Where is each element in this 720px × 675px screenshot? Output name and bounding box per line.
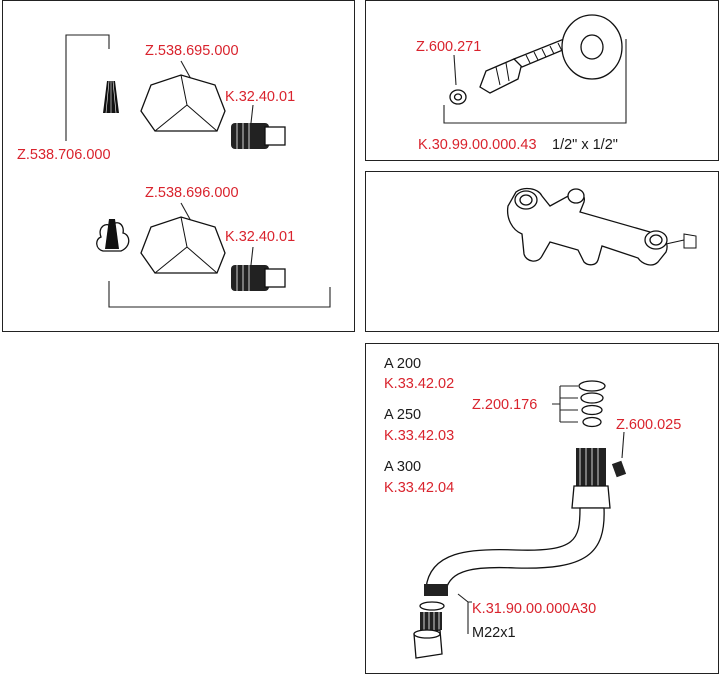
leader-cartridge-bottom [250, 246, 254, 266]
handle-cap-bottom [140, 216, 226, 274]
leader-cap-bottom [180, 202, 192, 222]
label-cap-bottom: Z.538.696.000 [145, 185, 239, 201]
label-screw: Z.600.025 [616, 417, 682, 433]
label-cap-top: Z.538.695.000 [145, 43, 239, 59]
aerator [413, 601, 445, 659]
label-cartridge-top: K.32.40.01 [225, 89, 296, 105]
leader-connector-set [443, 39, 627, 124]
cover-rosette [561, 14, 623, 80]
body-drawing [506, 187, 697, 266]
leader-washer [453, 54, 457, 86]
leader-o-rings [552, 385, 578, 423]
leader-aerator [457, 593, 472, 634]
label-o-rings: Z.200.176 [472, 397, 538, 413]
panel-spout: A 200 K.33.42.02 A 250 K.33.42.03 A 300 … [365, 343, 719, 674]
variant-2-code: K.33.42.03 [384, 428, 455, 444]
leader-screw [621, 431, 625, 459]
leader-cap-top [180, 60, 192, 80]
variant-3-name: A 300 [384, 459, 422, 475]
spline-adapter-top [103, 80, 119, 114]
label-connector-size: 1/2" x 1/2" [552, 137, 618, 153]
variant-3-code: K.33.42.04 [384, 480, 455, 496]
variant-1-code: K.33.42.02 [384, 376, 455, 392]
label-thread: M22x1 [472, 625, 516, 641]
label-washer: Z.600.271 [416, 39, 482, 55]
label-connector-set: K.30.99.00.000.43 [418, 137, 537, 153]
o-rings [578, 380, 606, 428]
leader-cartridge-top [250, 104, 254, 124]
panel-handles: Z.538.695.000 K.32.40.01 Z.538.696.000 K… [2, 0, 355, 332]
label-spline-adapter: Z.538.706.000 [17, 147, 111, 163]
spline-adapter-bottom [96, 219, 130, 252]
washer [449, 89, 467, 105]
variant-1-name: A 200 [384, 356, 422, 372]
label-cartridge-bottom: K.32.40.01 [225, 229, 296, 245]
connector-drawing [443, 14, 627, 124]
cartridge-bottom [231, 265, 286, 291]
handles-drawing [65, 34, 331, 308]
variant-2-name: A 250 [384, 407, 422, 423]
mixer-body [506, 187, 697, 266]
set-screw [611, 460, 627, 478]
panel-connector: Z.600.271 K.30.99.00.000.43 1/2" x 1/2" [365, 0, 719, 161]
panel-body [365, 171, 719, 332]
cartridge-top [231, 123, 286, 149]
label-aerator: K.31.90.00.000A30 [472, 601, 597, 617]
spout-pipe [424, 448, 611, 596]
eccentric-connector [479, 38, 572, 94]
spout-drawing [413, 380, 627, 659]
handle-cap-top [140, 74, 226, 132]
leader-spline-adapter [65, 34, 110, 141]
leader-bottom-bracket [108, 281, 331, 308]
